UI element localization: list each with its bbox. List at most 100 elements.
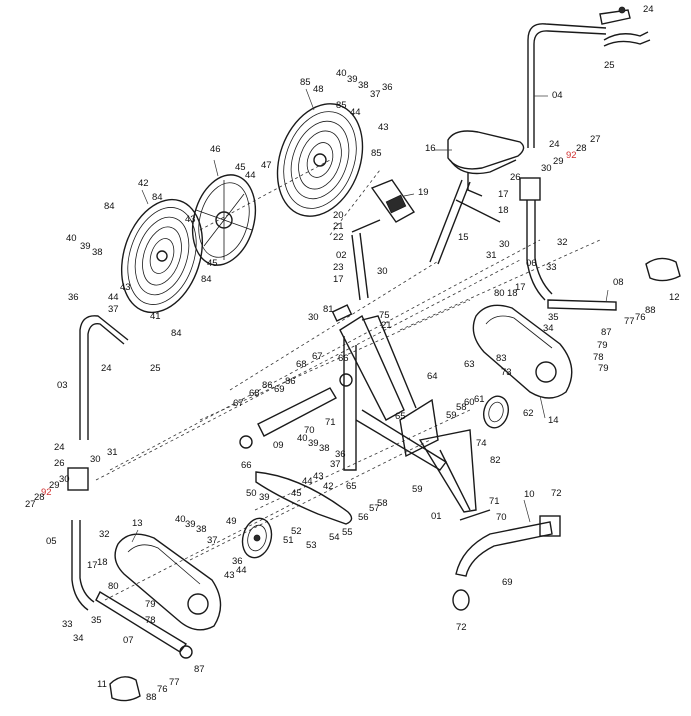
part-label: 36 (335, 449, 346, 460)
part-label: 37 (330, 459, 341, 470)
part-label: 79 (597, 340, 608, 351)
part-label: 04 (552, 90, 563, 101)
right-lower-arm (519, 177, 553, 301)
part-label: 24 (549, 139, 560, 150)
part-label: 26 (54, 458, 65, 469)
left-crank-arm (95, 591, 193, 659)
part-label: 82 (490, 455, 501, 466)
part-label: 06 (526, 258, 537, 269)
part-label: 26 (510, 172, 521, 183)
part-label: 78 (145, 615, 156, 626)
part-label: 28 (34, 492, 45, 503)
part-label: 87 (601, 327, 612, 338)
drive-pulley (241, 517, 273, 559)
part-label: 08 (613, 277, 624, 288)
part-label: 76 (635, 312, 646, 323)
part-label: 05 (46, 536, 57, 547)
part-label: 02 (336, 250, 347, 261)
part-label: 48 (313, 84, 324, 95)
part-label: 34 (73, 633, 84, 644)
part-label: 39 (185, 519, 196, 530)
part-label: 44 (350, 107, 361, 118)
part-label: 58 (456, 402, 467, 413)
part-label: 43 (120, 282, 131, 293)
part-label: 71 (489, 496, 500, 507)
part-label: 41 (150, 311, 161, 322)
part-label: 73 (501, 367, 512, 378)
part-label: 38 (196, 524, 207, 535)
part-label: 47 (261, 160, 272, 171)
part-label: 69 (274, 384, 285, 395)
part-label: 43 (224, 570, 235, 581)
rear-stabilizer (239, 373, 353, 449)
part-label: 24 (54, 442, 65, 453)
part-label: 21 (333, 221, 344, 232)
part-label: 17 (515, 282, 526, 293)
part-label: 11 (97, 679, 107, 690)
part-label: 35 (548, 312, 559, 323)
console-post (351, 219, 381, 301)
part-label: 22 (333, 232, 344, 243)
part-label: 66 (338, 353, 349, 364)
part-label: 63 (464, 359, 475, 370)
part-label: 83 (496, 353, 507, 364)
front-stabilizer (452, 515, 561, 611)
part-label: 20 (333, 210, 344, 221)
part-label: 31 (107, 447, 118, 458)
part-label: 17 (333, 274, 344, 285)
part-label: 86 (285, 376, 296, 387)
left-chain-cover (114, 533, 222, 631)
part-label: 72 (551, 488, 562, 499)
part-label: 18 (507, 288, 518, 299)
part-label: 45 (207, 258, 218, 269)
part-label: 18 (97, 557, 108, 568)
flywheel (482, 395, 510, 429)
part-label: 03 (57, 380, 68, 391)
part-label: 92 (41, 487, 52, 498)
part-label: 49 (226, 516, 237, 527)
part-label: 67 (312, 351, 323, 362)
fan-guard-rear (276, 103, 364, 217)
part-label: 24 (101, 363, 112, 374)
part-label: 39 (80, 241, 91, 252)
part-label: 39 (308, 438, 319, 449)
part-label: 36 (232, 556, 243, 567)
leader-lines (131, 88, 609, 543)
part-label: 25 (604, 60, 615, 71)
main-frame (331, 304, 491, 521)
part-label: 36 (382, 82, 393, 93)
part-label: 78 (593, 352, 604, 363)
part-label: 33 (546, 262, 557, 273)
part-label: 30 (59, 474, 70, 485)
part-label: 44 (236, 565, 247, 576)
part-label: 53 (306, 540, 317, 551)
part-label: 84 (104, 201, 115, 212)
part-label: 70 (496, 512, 507, 523)
part-label: 51 (283, 535, 294, 546)
part-label: 84 (152, 192, 163, 203)
part-label: 79 (598, 363, 609, 374)
part-label: 70 (304, 425, 315, 436)
part-label: 42 (138, 178, 149, 189)
part-label: 68 (249, 388, 260, 399)
left-handlebar (67, 315, 129, 611)
part-label: 30 (541, 163, 552, 174)
part-label: 27 (25, 499, 36, 510)
part-label: 87 (194, 664, 205, 675)
part-label: 09 (273, 440, 284, 451)
part-label: 37 (370, 89, 381, 100)
part-label: 86 (262, 380, 273, 391)
part-label: 17 (498, 189, 509, 200)
part-label: 30 (308, 312, 319, 323)
right-chain-cover (472, 304, 573, 399)
part-label: 79 (145, 599, 156, 610)
part-label: 92 (566, 150, 577, 161)
part-label: 17 (87, 560, 98, 571)
part-label: 18 (498, 205, 509, 216)
part-label: 60 (464, 397, 475, 408)
part-label: 30 (499, 239, 510, 250)
part-label: 72 (456, 622, 467, 633)
part-label: 80 (494, 288, 505, 299)
